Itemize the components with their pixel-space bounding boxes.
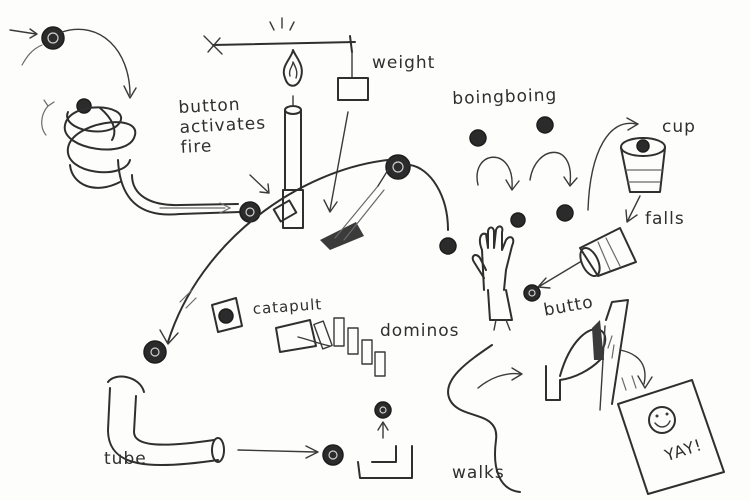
spiral-track (63, 106, 241, 216)
tube-group (107, 375, 344, 467)
tube-right (133, 395, 215, 446)
smiley-icon (648, 406, 676, 434)
domino (361, 339, 373, 365)
domino (313, 320, 333, 350)
heat-marks (269, 17, 295, 31)
label-arrow (249, 174, 269, 193)
bounce-ball (510, 212, 526, 228)
bouncing-group (469, 116, 639, 228)
catapult-group (143, 289, 331, 364)
pencil-grip (592, 320, 604, 360)
start-ball-group (9, 26, 137, 136)
yay-sign (617, 379, 725, 495)
walk-path (447, 344, 521, 493)
motion-line (21, 44, 43, 66)
domino (333, 317, 345, 347)
start-ball (41, 26, 65, 50)
ball-path-arrow (61, 28, 131, 96)
arc-to-ball (167, 159, 389, 343)
launcher-group (320, 154, 411, 250)
cup-label: cup (662, 117, 696, 137)
catapult-cup (211, 297, 243, 333)
falling-ball (143, 340, 167, 364)
dominos-label: dominos (380, 321, 460, 341)
walks-label: walks (452, 463, 505, 483)
weight-drop-arrow (329, 111, 349, 211)
bounce-ball (556, 204, 574, 222)
domino (347, 327, 359, 355)
launch-plate (320, 222, 364, 250)
tube-arrow (237, 449, 317, 453)
pencil-icon (605, 299, 629, 405)
tube-top (107, 375, 145, 393)
start-arrow-head (29, 28, 38, 39)
bounce-ball (469, 129, 487, 147)
glove-leg (487, 289, 513, 321)
weight-label: weight (372, 53, 436, 73)
bounce-ball (536, 116, 554, 134)
cup-group (620, 137, 666, 223)
weight-box (337, 77, 369, 101)
hand-pencil-group (545, 299, 653, 411)
track-exit (117, 159, 241, 216)
fallen-cup (579, 227, 637, 277)
yay-sign-group (617, 379, 725, 495)
dominos-group (313, 317, 386, 377)
arc-to-hand (409, 164, 449, 231)
domino (374, 351, 386, 377)
beam (212, 41, 356, 46)
launched-ball (385, 154, 411, 180)
falls-label: falls (645, 209, 685, 229)
falls-arrow (627, 195, 641, 221)
button-activates-fire-label: button activates fire (178, 93, 268, 158)
pivot-icon (203, 35, 223, 55)
catapult-block (275, 319, 317, 353)
fire-button-group (239, 174, 298, 223)
tube-end (211, 437, 225, 463)
press-button (523, 284, 541, 302)
start-arrow (9, 29, 37, 35)
tube-label: tube (104, 449, 147, 469)
beam-group (203, 17, 369, 213)
candle-body (284, 109, 302, 191)
boingboing-label: boingboing (452, 85, 558, 109)
fallen-cup-group (523, 227, 637, 302)
elbow-group (357, 401, 413, 479)
fire-button (272, 199, 298, 223)
glove-group (439, 225, 515, 331)
glove-icon (478, 225, 515, 291)
button-ball (239, 201, 261, 223)
hand-arm (545, 359, 601, 401)
tube-ball (322, 444, 344, 466)
tube-left (107, 387, 219, 467)
flame-icon (282, 49, 303, 87)
elbow-ball (374, 401, 392, 419)
